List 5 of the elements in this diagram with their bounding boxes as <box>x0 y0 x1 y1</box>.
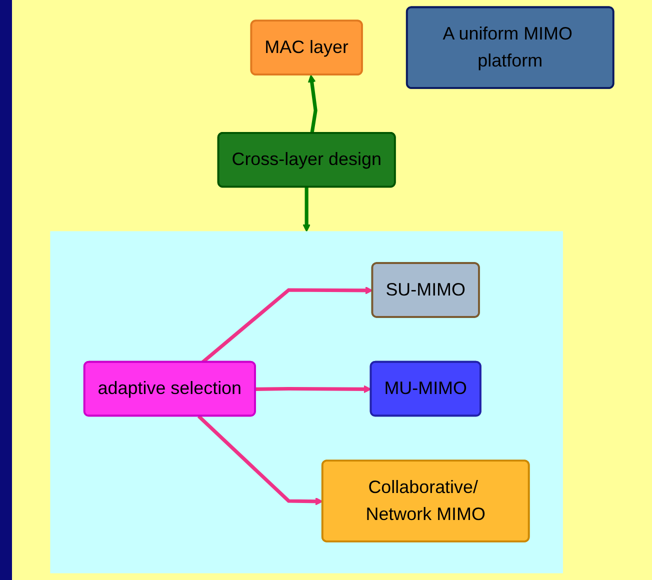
cluster <box>50 231 563 574</box>
arrow <box>302 186 311 232</box>
arrow <box>308 74 318 134</box>
arrow <box>255 385 372 394</box>
arrow <box>197 414 324 506</box>
